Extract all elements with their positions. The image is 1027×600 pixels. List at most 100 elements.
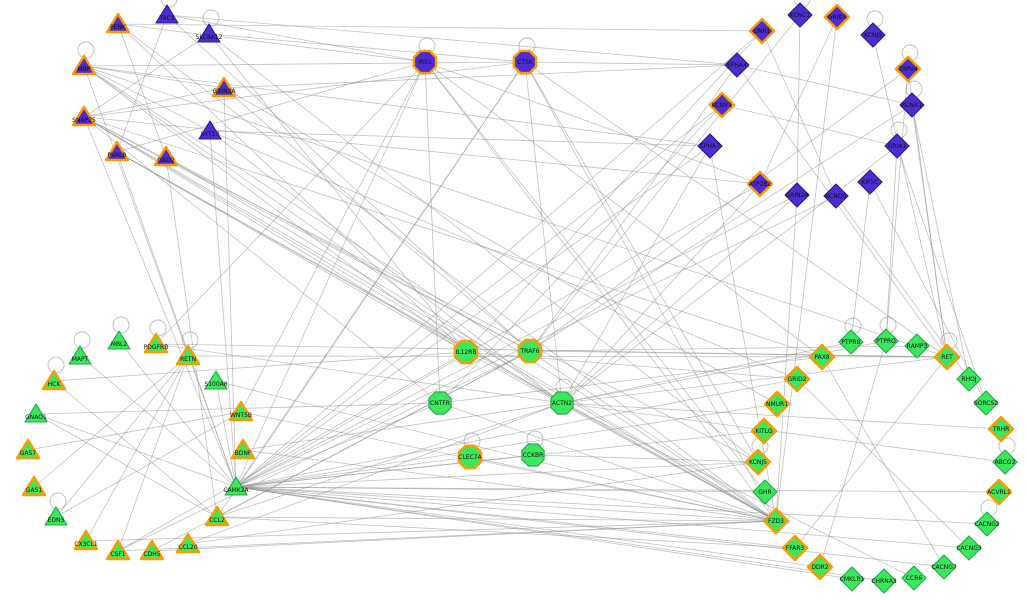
diamond-node-glyph[interactable] xyxy=(823,3,851,31)
triangle-node-glyph[interactable] xyxy=(71,105,97,127)
node-nmur1[interactable]: NMUR1 xyxy=(763,390,791,418)
node-cmklr1[interactable]: CMKLR1 xyxy=(839,566,865,592)
octagon-node-glyph[interactable] xyxy=(412,49,438,75)
triangle-node-glyph[interactable] xyxy=(73,529,99,551)
node-slc6a12[interactable]: SLC6A12 xyxy=(196,23,223,43)
octagon-node-glyph[interactable] xyxy=(512,49,538,75)
diamond-node-glyph[interactable] xyxy=(956,535,982,561)
triangle-node-glyph[interactable] xyxy=(24,403,48,423)
triangle-node-glyph[interactable] xyxy=(21,475,47,497)
node-clec7a[interactable]: CLEC7A xyxy=(457,444,483,470)
node-kcnj9[interactable]: KCNJ9 xyxy=(860,22,886,48)
diamond-node-glyph[interactable] xyxy=(931,554,957,580)
node-ctsk[interactable]: CTSK xyxy=(512,49,538,75)
triangle-node-glyph[interactable] xyxy=(105,12,131,34)
node-pvalb[interactable]: PVALB xyxy=(104,140,130,162)
node-sorcs2[interactable]: SORCS2 xyxy=(973,390,999,416)
diamond-node-glyph[interactable] xyxy=(973,390,999,416)
node-ccr6[interactable]: CCR6 xyxy=(901,565,927,591)
triangle-node-glyph[interactable] xyxy=(204,370,228,390)
octagon-node-glyph[interactable] xyxy=(428,391,452,415)
node-grik3[interactable]: GRIK3 xyxy=(823,3,851,31)
node-trpv4[interactable]: TRPV4 xyxy=(894,55,922,83)
diamond-node-glyph[interactable] xyxy=(783,365,811,393)
node-ptprb[interactable]: PTPRB xyxy=(838,329,864,355)
diamond-node-glyph[interactable] xyxy=(838,329,864,355)
diamond-node-glyph[interactable] xyxy=(873,328,899,354)
node-hck[interactable]: HCK xyxy=(41,369,67,391)
diamond-node-glyph[interactable] xyxy=(724,52,750,78)
triangle-node-glyph[interactable] xyxy=(175,344,201,366)
diamond-node-glyph[interactable] xyxy=(748,17,776,45)
triangle-node-glyph[interactable] xyxy=(68,345,92,365)
node-fzd3[interactable]: FZD3 xyxy=(762,507,790,535)
node-epha4[interactable]: EPHA4 xyxy=(724,52,750,78)
triangle-node-glyph[interactable] xyxy=(139,539,165,561)
diamond-node-glyph[interactable] xyxy=(904,333,930,359)
node-irs1[interactable]: IRS1 xyxy=(412,49,438,75)
node-s100a8[interactable]: S100A8 xyxy=(204,370,228,390)
node-ccl2[interactable]: CCL2 xyxy=(204,505,230,527)
triangle-node-glyph[interactable] xyxy=(104,140,130,162)
node-atp2b2[interactable]: ATP2B2 xyxy=(746,170,774,198)
node-trhr[interactable]: TRHR xyxy=(987,415,1015,443)
node-edn3[interactable]: EDN3 xyxy=(44,506,68,526)
diamond-node-glyph[interactable] xyxy=(806,553,834,581)
triangle-node-glyph[interactable] xyxy=(15,438,41,460)
diamond-node-glyph[interactable] xyxy=(956,366,982,392)
triangle-node-glyph[interactable] xyxy=(44,506,68,526)
node-ptpro[interactable]: PTPRO xyxy=(873,328,899,354)
node-pdgfrb[interactable]: PDGFRB xyxy=(144,332,169,354)
node-grin2a[interactable]: GRIN2A xyxy=(784,182,810,208)
node-actn2[interactable]: ACTN2 xyxy=(550,391,574,415)
diamond-node-glyph[interactable] xyxy=(752,479,778,505)
triangle-node-glyph[interactable] xyxy=(71,54,97,76)
triangle-node-glyph[interactable] xyxy=(107,330,131,350)
diamond-node-glyph[interactable] xyxy=(762,507,790,535)
octagon-node-glyph[interactable] xyxy=(550,391,574,415)
triangle-node-glyph[interactable] xyxy=(211,76,237,98)
diamond-node-glyph[interactable] xyxy=(985,478,1013,506)
diamond-node-glyph[interactable] xyxy=(784,182,810,208)
octagon-node-glyph[interactable] xyxy=(521,443,545,467)
triangle-node-glyph[interactable] xyxy=(228,400,254,422)
diamond-node-glyph[interactable] xyxy=(763,390,791,418)
diamond-node-glyph[interactable] xyxy=(697,133,723,159)
diamond-node-glyph[interactable] xyxy=(781,534,809,562)
diamond-node-glyph[interactable] xyxy=(884,133,910,159)
diamond-node-glyph[interactable] xyxy=(808,343,836,371)
diamond-node-glyph[interactable] xyxy=(901,565,927,591)
node-cx3cl1[interactable]: CX3CL1 xyxy=(73,529,99,551)
diamond-node-glyph[interactable] xyxy=(860,22,886,48)
octagon-node-glyph[interactable] xyxy=(517,338,543,364)
node-cnr1[interactable]: CNR1 xyxy=(748,17,776,45)
diamond-node-glyph[interactable] xyxy=(933,343,961,371)
node-ghr[interactable]: GHR xyxy=(752,479,778,505)
diamond-node-glyph[interactable] xyxy=(894,55,922,83)
triangle-node-glyph[interactable] xyxy=(175,532,201,554)
node-tac1[interactable]: TAC1 xyxy=(155,4,179,24)
node-csf1[interactable]: CSF1 xyxy=(105,539,131,561)
node-cntfr[interactable]: CNTFR xyxy=(428,391,452,415)
node-gnao1[interactable]: GNAO1 xyxy=(24,403,48,423)
diamond-node-glyph[interactable] xyxy=(974,511,1000,537)
node-traf6[interactable]: TRAF6 xyxy=(517,338,543,364)
diamond-node-glyph[interactable] xyxy=(987,415,1015,443)
octagon-node-glyph[interactable] xyxy=(453,339,479,365)
node-retn[interactable]: RETN xyxy=(175,344,201,366)
triangle-node-glyph[interactable] xyxy=(105,539,131,561)
node-abcg2[interactable]: ABCG2 xyxy=(992,449,1018,475)
diamond-node-glyph[interactable] xyxy=(746,170,774,198)
node-cckbr[interactable]: CCKBR xyxy=(521,443,545,467)
triangle-node-glyph[interactable] xyxy=(224,476,248,496)
node-ramp3[interactable]: RAMP3 xyxy=(904,333,930,359)
node-cacng7[interactable]: CACNG7 xyxy=(931,554,957,580)
triangle-node-glyph[interactable] xyxy=(197,23,221,43)
node-pax8[interactable]: PAX8 xyxy=(808,343,836,371)
triangle-node-glyph[interactable] xyxy=(204,505,230,527)
node-kcna1[interactable]: KCNA1 xyxy=(899,92,925,118)
node-mbl2[interactable]: MBL2 xyxy=(107,330,131,350)
node-mbp[interactable]: MBP xyxy=(71,54,97,76)
node-kcnc2[interactable]: KCNC2 xyxy=(787,2,813,28)
